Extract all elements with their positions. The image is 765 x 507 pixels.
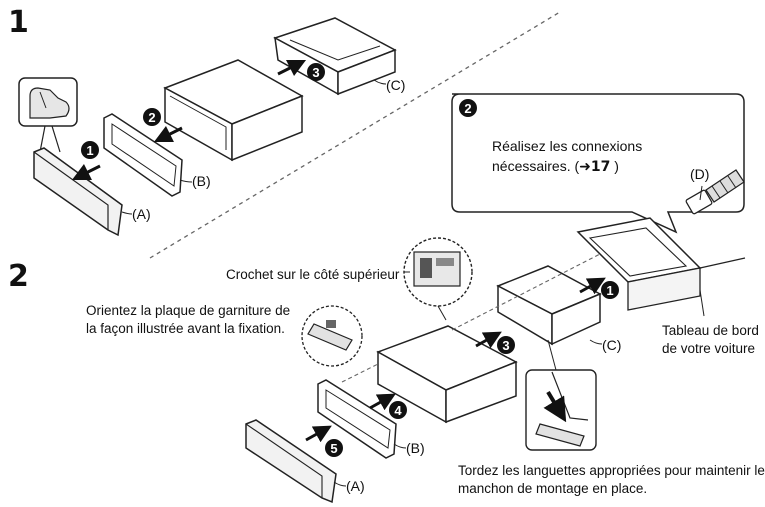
arrow-step2-4: [369, 393, 396, 411]
callout-circle-number: 2: [459, 99, 477, 117]
connector-d: [685, 169, 745, 215]
car-dashboard: [576, 217, 746, 311]
orient-annotation: Orientez la plaque de garniture de la fa…: [86, 303, 291, 337]
label-part-b-step1: (B): [192, 173, 211, 189]
arrow-step2-1: [579, 277, 606, 295]
receiver-unit-step1: [163, 59, 304, 162]
hook-annotation: Crochet sur le côté supérieur: [226, 267, 400, 282]
circle-number-3-step1: 3: [307, 63, 325, 81]
circle-number-5-step2: 5: [325, 439, 343, 457]
arrow-step2-3: [475, 331, 502, 349]
page-reference-number: 17: [590, 159, 611, 176]
label-part-d: (D): [690, 166, 710, 182]
circle-number-2-step1: 2: [143, 108, 161, 126]
tab-bending-inset: [525, 339, 597, 451]
page-reference-arrow-icon: ➜: [579, 158, 591, 175]
circle-number-1-step2: 1: [601, 281, 619, 299]
circle-number-4-step2: 4: [389, 401, 407, 419]
faceplate-a-step2: [245, 419, 337, 504]
svg-text:3: 3: [502, 338, 509, 353]
circle-number-1-step1: 1: [81, 141, 99, 159]
callout-text: Réalisez les connexions nécessaires. (➜1…: [492, 136, 642, 178]
arrow-step2-5: [305, 425, 332, 443]
bend-tabs-annotation: Tordez les languettes appropriées pour m…: [458, 463, 765, 497]
svg-text:5: 5: [330, 441, 337, 456]
orientation-inset: [301, 305, 363, 367]
svg-text:2: 2: [464, 101, 471, 116]
connections-callout-box: [451, 93, 745, 234]
circle-number-3-step2: 3: [497, 336, 515, 354]
press-release-inset: [18, 77, 78, 153]
callout-line-1: Réalisez les connexions: [492, 138, 643, 154]
receiver-unit-step2: [376, 325, 518, 424]
label-part-a-step1: (A): [132, 206, 151, 222]
label-part-a-step2: (A): [346, 478, 365, 494]
svg-text:3: 3: [312, 65, 319, 80]
svg-text:1: 1: [606, 283, 613, 298]
svg-text:1: 1: [86, 143, 93, 158]
label-part-c-step2: (C): [602, 337, 622, 353]
step-1-number: 1: [8, 5, 29, 40]
svg-text:2: 2: [148, 110, 155, 125]
label-part-b-step2: (B): [406, 440, 425, 456]
arrow-step1-3: [277, 59, 307, 77]
dashboard-annotation: Tableau de bord de votre voiture: [662, 323, 759, 357]
label-part-c-step1: (C): [386, 77, 406, 93]
mounting-sleeve-c-step2: [496, 265, 602, 346]
hook-detail-inset: [403, 237, 473, 321]
faceplate-a-step1: [33, 147, 123, 237]
trim-plate-b-step1: [103, 113, 183, 197]
arrow-step1-1: [71, 163, 101, 181]
svg-text:4: 4: [394, 403, 402, 418]
step-2-number: 2: [8, 259, 29, 294]
mounting-sleeve-c-step1: [273, 17, 397, 96]
trim-plate-b-step2: [317, 379, 397, 459]
arrow-step1-2: [153, 125, 183, 143]
callout-line-2: nécessaires. (➜17 ): [492, 158, 619, 176]
